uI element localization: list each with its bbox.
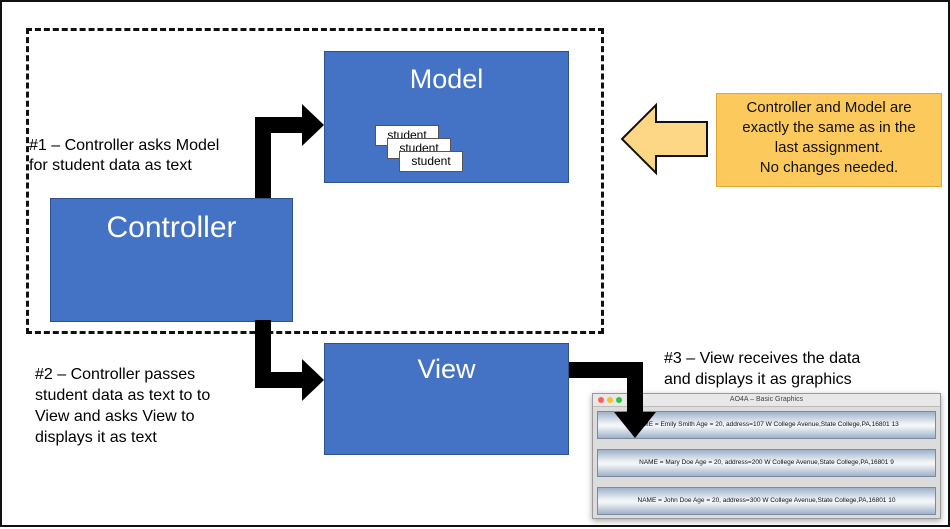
zoom-dot-icon — [616, 397, 622, 403]
step3-label: #3 – View receives the data and displays… — [664, 348, 860, 390]
controller-box: Controller — [50, 198, 293, 322]
model-title: Model — [409, 64, 484, 94]
note-line: exactly the same as in the — [742, 119, 916, 136]
student-row-3: NAME = John Doe Age = 20, address=300 W … — [597, 487, 936, 515]
step2-line: #2 – Controller passes — [35, 366, 196, 383]
note-line: Controller and Model are — [746, 99, 912, 116]
note-pointer-arrow — [620, 102, 708, 176]
step2-line: student data as text to to — [35, 387, 211, 404]
note-line: last assignment. — [774, 139, 884, 156]
note-box: Controller and Model are exactly the sam… — [716, 93, 942, 187]
step3-line: and displays it as graphics — [664, 371, 852, 388]
view-box: View — [324, 343, 569, 455]
step1-line: for student data as text — [29, 157, 192, 174]
step1-label: #1 – Controller asks Model for student d… — [29, 136, 219, 176]
note-line: No changes needed. — [759, 159, 899, 176]
window-title: AO4A – Basic Graphics — [729, 396, 804, 403]
model-box: Model student student student — [324, 51, 569, 183]
minimize-dot-icon — [607, 397, 613, 403]
student-card-3: student — [399, 151, 463, 172]
student-row-2: NAME = Mary Doe Age = 20, address=200 W … — [597, 449, 936, 477]
step2-line: displays it as text — [35, 429, 157, 446]
controller-title: Controller — [106, 211, 237, 244]
arrow-controller-to-model — [255, 104, 324, 198]
close-dot-icon — [598, 397, 604, 403]
step1-line: #1 – Controller asks Model — [29, 137, 220, 154]
view-title: View — [417, 354, 476, 384]
student-row-1: NAME = Emily Smith Age = 20, address=107… — [597, 411, 936, 439]
arrow-view-to-screenshot — [569, 362, 656, 438]
step3-line: #3 – View receives the data — [664, 350, 861, 367]
arrow-controller-to-view — [255, 320, 324, 401]
step2-line: View and asks View to — [35, 408, 195, 425]
controller-model-group-outline — [26, 28, 604, 334]
step2-label: #2 – Controller passes student data as t… — [35, 364, 210, 448]
window-title-bar: AO4A – Basic Graphics — [593, 394, 940, 407]
